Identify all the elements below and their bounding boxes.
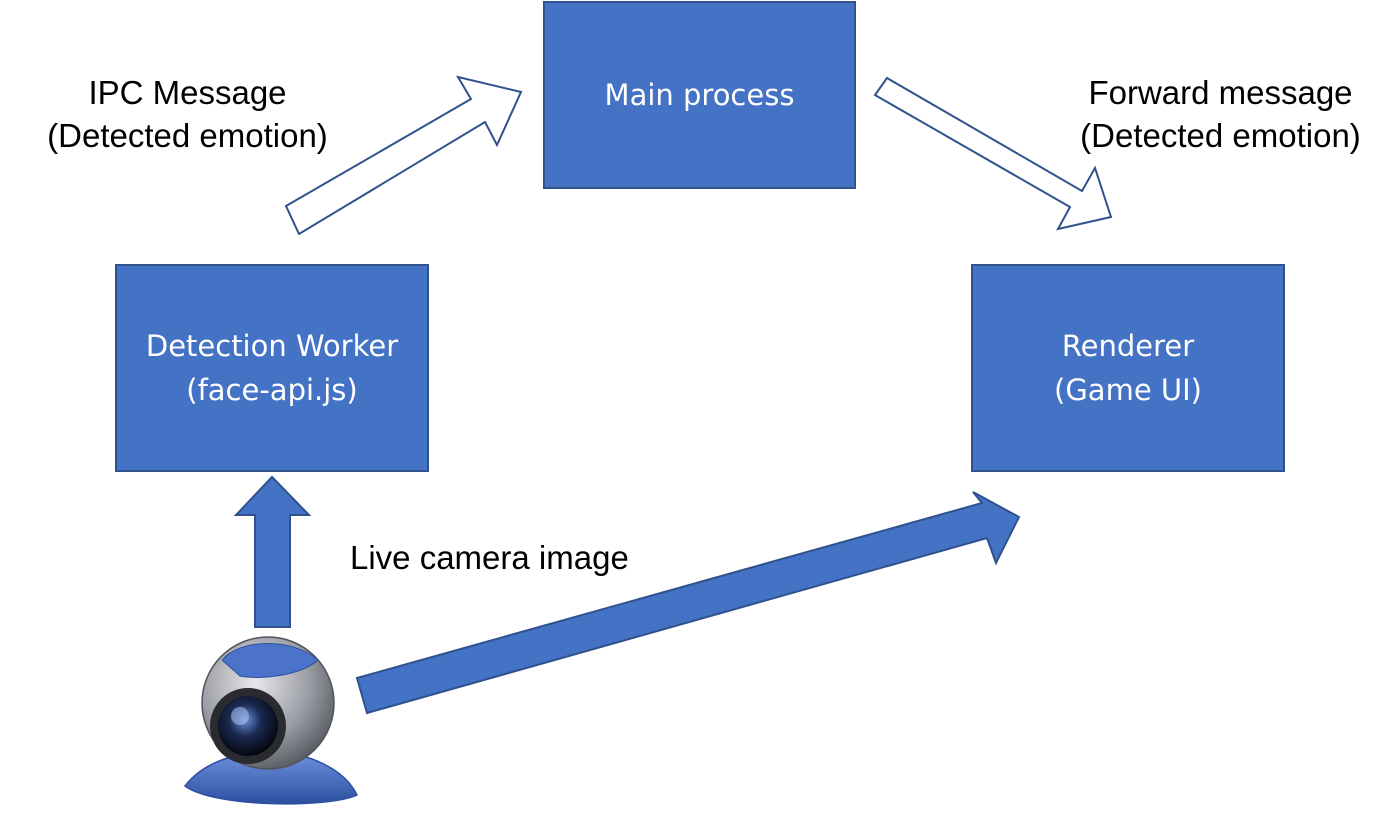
ipc-message-arrow [284, 75, 523, 236]
detection-worker-label: Detection Worker [145, 329, 399, 363]
forward-message-detail: (Detected emotion) [1080, 117, 1361, 154]
camera-to-detection-arrow [233, 475, 312, 628]
detection-worker-sublabel: (face-api.js) [186, 373, 358, 407]
webcam-icon [183, 636, 359, 805]
camera-to-renderer-arrow [355, 491, 1021, 715]
detection-worker-box: Detection Worker (face-api.js) [115, 264, 429, 472]
ipc-message-label: IPC Message (Detected emotion) [10, 71, 365, 157]
forward-message-arrow [873, 76, 1113, 231]
renderer-label: Renderer [1061, 329, 1195, 363]
ipc-message-title: IPC Message [88, 74, 287, 111]
main-process-box: Main process [543, 1, 856, 189]
forward-message-title: Forward message [1088, 74, 1353, 111]
live-camera-label: Live camera image [350, 539, 629, 576]
renderer-sublabel: (Game UI) [1054, 373, 1202, 407]
forward-message-label: Forward message (Detected emotion) [1048, 71, 1393, 157]
main-process-label: Main process [604, 78, 795, 112]
ipc-message-detail: (Detected emotion) [47, 117, 328, 154]
renderer-box: Renderer (Game UI) [971, 264, 1285, 472]
